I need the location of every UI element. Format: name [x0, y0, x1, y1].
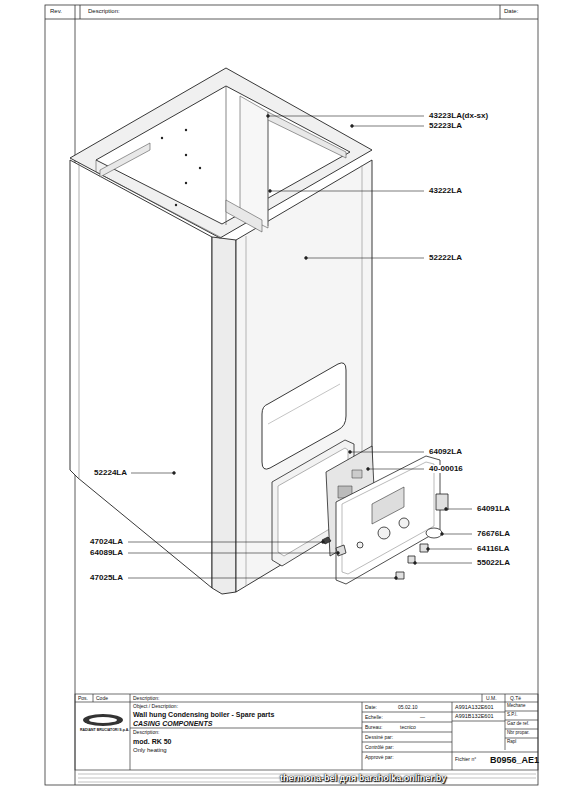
- field-label: Object / Description:: [133, 704, 178, 709]
- field-label: Description:: [133, 730, 159, 735]
- callout-number: 52222LA: [428, 254, 463, 262]
- drawing-subtitle: CASING COMPONENTS: [133, 720, 212, 727]
- header-cell: Description:: [88, 8, 120, 14]
- header-cell: Date:: [504, 8, 518, 14]
- callout-number: 55022LA: [476, 559, 511, 567]
- drawing-code: A991B132E601: [455, 714, 494, 720]
- table-header: Description:: [133, 696, 159, 701]
- table-header: Q.Té: [510, 696, 521, 701]
- table-header: Code: [96, 696, 108, 701]
- callout-number: 47025LA: [89, 574, 124, 582]
- callout-number: 76676LA: [476, 530, 511, 538]
- field-label: Nbr propar.: [507, 731, 530, 736]
- file-number: B0956_AE1: [490, 756, 539, 765]
- callout-number: 40-00016: [428, 465, 464, 473]
- field-label: Rapl: [507, 740, 516, 745]
- callout-number: 64089LA: [89, 549, 124, 557]
- watermark: thermona-bel для baraholka.onliner.by: [280, 774, 446, 783]
- callout-number: 43223LA(dx-sx): [428, 112, 489, 120]
- company-name: RADIANT BRUCIATORI S.p.A.: [80, 729, 129, 733]
- field-label: Bureau:: [365, 725, 383, 730]
- field-label: Gaz de ref.: [507, 722, 529, 727]
- field-label: Fichier n°: [455, 757, 476, 762]
- header-cell: Rev.: [50, 8, 62, 14]
- field-label: S.P.I.: [507, 713, 517, 718]
- model-note: Only heating: [133, 747, 167, 753]
- callout-number: 64116LA: [476, 545, 510, 553]
- callout-number: 52224LA: [93, 469, 128, 477]
- title-block: [75, 694, 538, 770]
- field-label: Approvè par:: [365, 755, 394, 760]
- drawing-code: A991A132E601: [455, 705, 494, 711]
- field-value: tecnico: [400, 725, 416, 730]
- field-value: —: [420, 715, 425, 720]
- callout-number: 64092LA: [428, 448, 463, 456]
- callout-number: 47024LA: [89, 538, 124, 546]
- field-label: Dessiné par:: [365, 735, 393, 740]
- field-label: Date:: [365, 705, 377, 710]
- field-label: Mechane: [507, 704, 526, 709]
- table-header: Pos.: [78, 696, 88, 701]
- field-label: Echelle:: [365, 715, 383, 720]
- drawing-title: Wall hung Condensing boiler - Spare part…: [133, 711, 274, 718]
- callout-number: 64091LA: [476, 505, 511, 513]
- model-name: mod. RK 50: [133, 738, 172, 745]
- sheet-frame: [45, 5, 538, 785]
- casing: [70, 68, 372, 594]
- fine-print: [78, 774, 536, 782]
- field-label: Contrôlé par:: [365, 745, 394, 750]
- leader-lines: [128, 115, 472, 580]
- field-value: 05.02.10: [398, 705, 417, 710]
- control-panel: [272, 440, 448, 584]
- table-header: U.M.: [486, 696, 497, 701]
- callout-number: 43222LA: [428, 187, 463, 195]
- callout-number: 52223LA: [428, 122, 463, 130]
